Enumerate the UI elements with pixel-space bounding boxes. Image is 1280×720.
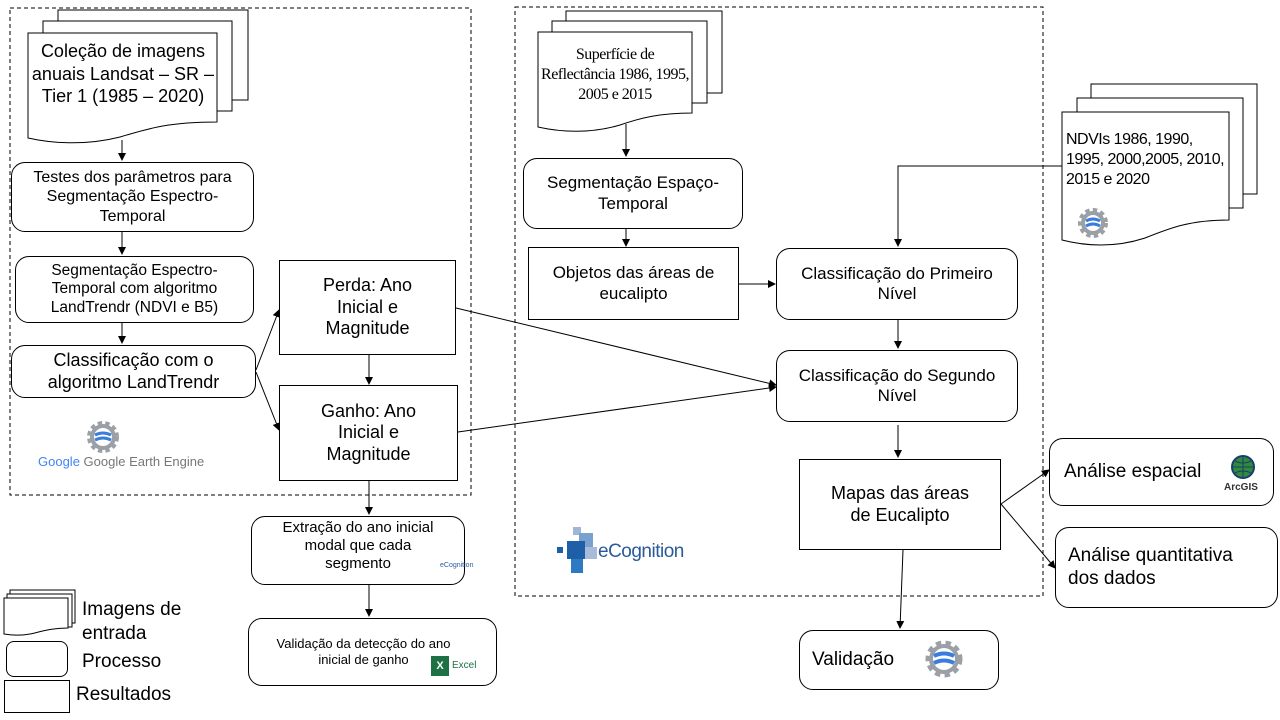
- arcgis-logo: ArcGIS: [1224, 482, 1258, 493]
- ganho-result: Ganho: Ano Inicial e Magnitude: [279, 385, 458, 481]
- classificacao-landtrendr-process: Classificação com o algoritmo LandTrendr: [11, 345, 256, 398]
- legend-result-shape: [4, 680, 70, 713]
- legend-input-label: Imagens de entrada: [82, 599, 182, 644]
- classificacao-primeiro-nivel-process: Classificação do Primeiro Nível: [776, 248, 1018, 320]
- segmentacao-espaco-temporal-process: Segmentação Espaço-Temporal: [523, 158, 743, 229]
- testes-parametros-process: Testes dos parâmetros para Segmentação E…: [11, 162, 254, 232]
- landsat-doc-shape: [27, 9, 249, 144]
- ndvi-input: NDVIs 1986, 1990, 1995, 2000,2005, 2010,…: [1066, 131, 1225, 188]
- ecognition-group: [514, 6, 1044, 597]
- reflectance-doc-shape: [537, 10, 723, 132]
- objetos-eucalipto-result: Objetos das áreas de eucalipto: [528, 247, 739, 320]
- segmentacao-landtrendr-process: Segmentação Espectro-Temporal com algori…: [15, 256, 254, 323]
- gee-gear-icon: [87, 421, 119, 453]
- validacao-label: Validação: [812, 648, 895, 670]
- perda-result: Perda: Ano Inicial e Magnitude: [279, 260, 456, 355]
- extracao-process: Extração do ano inicial modal que cada s…: [251, 516, 465, 585]
- classificacao-segundo-nivel-process: Classificação do Segundo Nível: [776, 350, 1018, 422]
- excel-icon: X: [431, 656, 449, 676]
- ecognition-logo: eCognition: [598, 541, 684, 562]
- arcgis-globe-icon: [1231, 455, 1255, 479]
- legend-process-label: Processo: [82, 651, 162, 672]
- ndvi-doc-shape: [1061, 83, 1258, 246]
- excel-logo: Excel: [452, 660, 477, 671]
- validacao-process: Validação: [799, 630, 999, 690]
- gee-gear-icon: [1078, 208, 1108, 238]
- ecognition-logo-icon: [557, 527, 597, 573]
- mapas-eucalipto-result: Mapas das áreas de Eucalipto: [799, 459, 1001, 550]
- gee-group: [9, 7, 472, 496]
- gee-gear-icon: [925, 640, 963, 678]
- analise-espacial-process: Análise espacial: [1049, 438, 1274, 506]
- reflectance-input: Superfície de Reflectância 1986, 1995, 2…: [541, 46, 689, 103]
- analise-espacial-label: Análise espacial: [1064, 460, 1202, 482]
- legend-result-label: Resultados: [76, 684, 172, 705]
- ecognition-small-logo: eCognition: [440, 562, 474, 569]
- legend-process-shape: [6, 641, 68, 677]
- validacao-deteccao-process: Validação da detecção do ano inicial de …: [248, 618, 497, 686]
- analise-quantitativa-process: Análise quantitativa dos dados: [1055, 527, 1278, 608]
- legend-doc-shape: [3, 589, 76, 636]
- landsat-collection-input: Coleção de imagens anuais Landsat – SR –…: [31, 41, 215, 106]
- gee-logo: Google Google Earth Engine: [38, 454, 205, 469]
